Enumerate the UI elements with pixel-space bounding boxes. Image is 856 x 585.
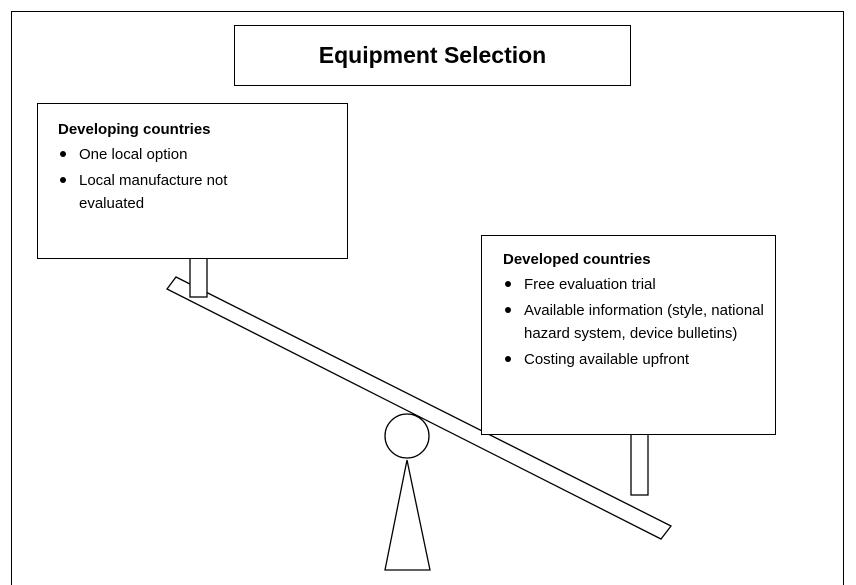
list-item: Available information (style, national h… — [503, 299, 764, 345]
list-item: Costing available upfront — [503, 348, 767, 371]
bullet-icon — [505, 356, 511, 362]
bullet-icon — [505, 281, 511, 287]
left-post — [189, 257, 208, 298]
list-item: One local option — [58, 143, 339, 166]
developed-countries-heading: Developed countries — [503, 251, 651, 268]
bullet-icon — [505, 307, 511, 313]
developed-countries-box: Developed countries Free evaluation tria… — [481, 235, 776, 435]
list-item: Free evaluation trial — [503, 273, 767, 296]
developing-countries-list: One local option Local manufacture not e… — [58, 143, 339, 215]
fulcrum-pivot — [384, 413, 430, 459]
bullet-icon — [60, 151, 66, 157]
fulcrum-stand — [384, 459, 431, 571]
list-item: Local manufacture not evaluated — [58, 169, 289, 215]
right-post — [630, 433, 649, 496]
developing-countries-heading: Developing countries — [58, 121, 211, 138]
title-box: Equipment Selection — [234, 25, 631, 86]
seesaw-plank — [166, 276, 672, 540]
title-text: Equipment Selection — [318, 42, 547, 68]
developing-countries-box: Developing countries One local option Lo… — [37, 103, 348, 259]
developed-countries-list: Free evaluation trial Available informat… — [503, 273, 767, 371]
bullet-icon — [60, 177, 66, 183]
diagram-frame — [11, 11, 844, 585]
